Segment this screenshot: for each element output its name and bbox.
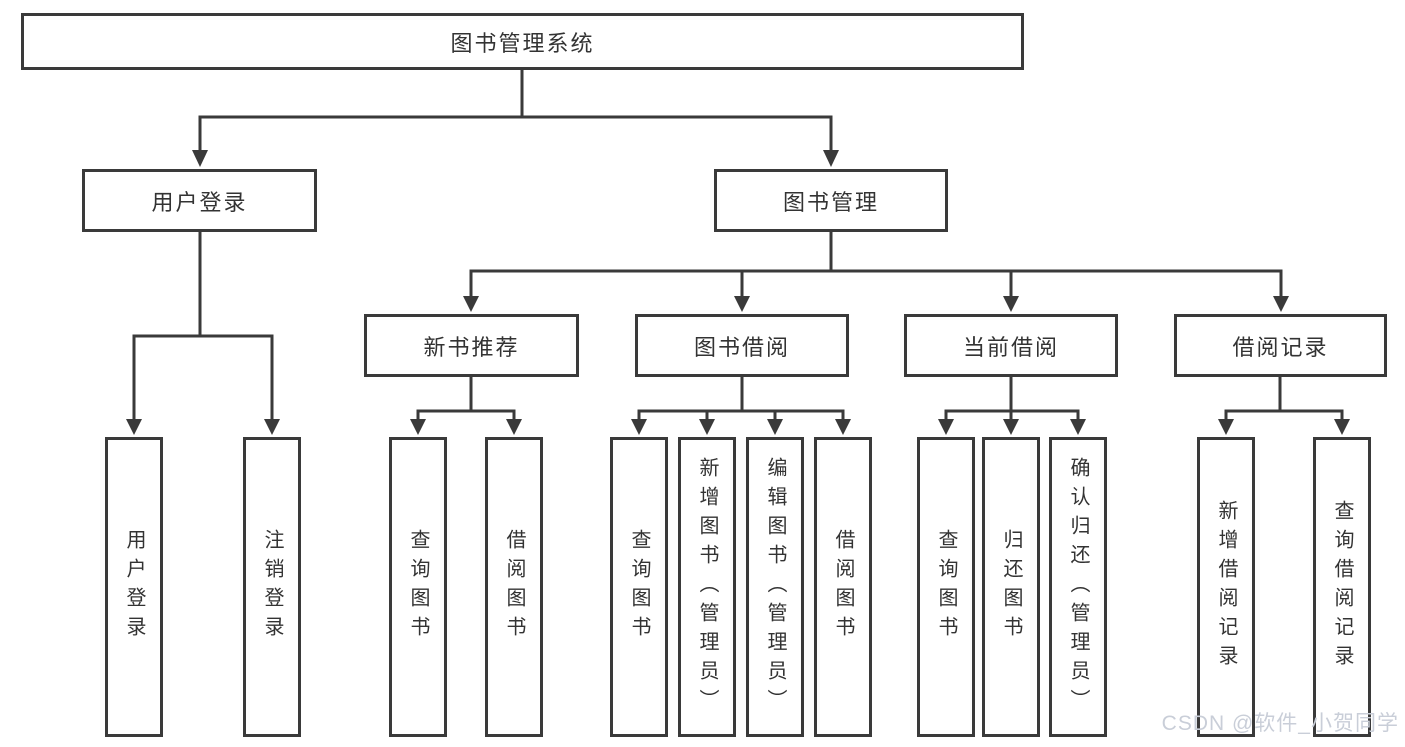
leaf-borrow-books: 借阅图书 xyxy=(814,437,872,737)
arrowhead-icon xyxy=(192,150,208,167)
node-user-login: 用户登录 xyxy=(82,169,317,232)
arrowhead-icon xyxy=(938,419,954,435)
leaf-borrow-books-recommend: 借阅图书 xyxy=(485,437,543,737)
leaf-add-books-admin-label: 新增图书（管理员） xyxy=(696,456,718,718)
leaf-query-books-current: 查询图书 xyxy=(917,437,975,737)
leaf-query-books-current-label: 查询图书 xyxy=(935,529,957,645)
leaf-return-books-label: 归还图书 xyxy=(1000,529,1022,645)
node-book-management-label: 图书管理 xyxy=(782,189,879,215)
leaf-user-login-label: 用户登录 xyxy=(123,529,145,645)
leaf-borrow-books-recommend-label: 借阅图书 xyxy=(503,529,525,645)
leaf-confirm-return-admin-label: 确认归还（管理员） xyxy=(1067,456,1089,718)
node-new-book-recommend: 新书推荐 xyxy=(364,314,579,377)
leaf-query-borrow-record: 查询借阅记录 xyxy=(1313,437,1371,737)
arrowhead-icon xyxy=(699,419,715,435)
leaf-query-books-recommend-label: 查询图书 xyxy=(407,529,429,645)
leaf-add-borrow-record-label: 新增借阅记录 xyxy=(1215,500,1237,674)
arrowhead-icon xyxy=(506,419,522,435)
arrowhead-icon xyxy=(1003,419,1019,435)
arrowhead-icon xyxy=(1003,296,1019,312)
arrowhead-icon xyxy=(823,150,839,167)
arrowhead-icon xyxy=(1070,419,1086,435)
node-current-borrowing: 当前借阅 xyxy=(904,314,1118,377)
arrowhead-icon xyxy=(1218,419,1234,435)
arrowhead-icon xyxy=(410,419,426,435)
arrowhead-icon xyxy=(463,296,479,312)
leaf-logout: 注销登录 xyxy=(243,437,301,737)
node-book-borrowing: 图书借阅 xyxy=(635,314,849,377)
node-library-management-system: 图书管理系统 xyxy=(21,13,1024,70)
node-user-login-label: 用户登录 xyxy=(151,189,248,215)
node-book-management: 图书管理 xyxy=(714,169,948,232)
node-library-management-system-label: 图书管理系统 xyxy=(450,30,595,56)
node-borrowing-records-label: 借阅记录 xyxy=(1232,334,1329,360)
node-new-book-recommend-label: 新书推荐 xyxy=(423,334,520,360)
arrowhead-icon xyxy=(767,419,783,435)
leaf-query-borrow-record-label: 查询借阅记录 xyxy=(1331,500,1353,674)
leaf-add-borrow-record: 新增借阅记录 xyxy=(1197,437,1255,737)
arrowhead-icon xyxy=(1273,296,1289,312)
arrowhead-icon xyxy=(734,296,750,312)
csdn-watermark: CSDN @软件_小贺同学 xyxy=(1161,712,1399,735)
arrowheads xyxy=(126,150,1350,435)
node-current-borrowing-label: 当前借阅 xyxy=(962,334,1059,360)
leaf-edit-books-admin: 编辑图书（管理员） xyxy=(746,437,804,737)
leaf-edit-books-admin-label: 编辑图书（管理员） xyxy=(764,456,786,718)
leaf-add-books-admin: 新增图书（管理员） xyxy=(678,437,736,737)
node-borrowing-records: 借阅记录 xyxy=(1174,314,1387,377)
leaf-query-books-borrowing-label: 查询图书 xyxy=(628,529,650,645)
leaf-return-books: 归还图书 xyxy=(982,437,1040,737)
arrowhead-icon xyxy=(631,419,647,435)
arrowhead-icon xyxy=(1334,419,1350,435)
leaf-user-login: 用户登录 xyxy=(105,437,163,737)
arrowhead-icon xyxy=(126,419,142,435)
arrowhead-icon xyxy=(835,419,851,435)
leaf-logout-label: 注销登录 xyxy=(261,529,283,645)
node-book-borrowing-label: 图书借阅 xyxy=(693,334,790,360)
arrowhead-icon xyxy=(264,419,280,435)
leaf-borrow-books-label: 借阅图书 xyxy=(832,529,854,645)
leaf-confirm-return-admin: 确认归还（管理员） xyxy=(1049,437,1107,737)
leaf-query-books-recommend: 查询图书 xyxy=(389,437,447,737)
leaf-query-books-borrowing: 查询图书 xyxy=(610,437,668,737)
